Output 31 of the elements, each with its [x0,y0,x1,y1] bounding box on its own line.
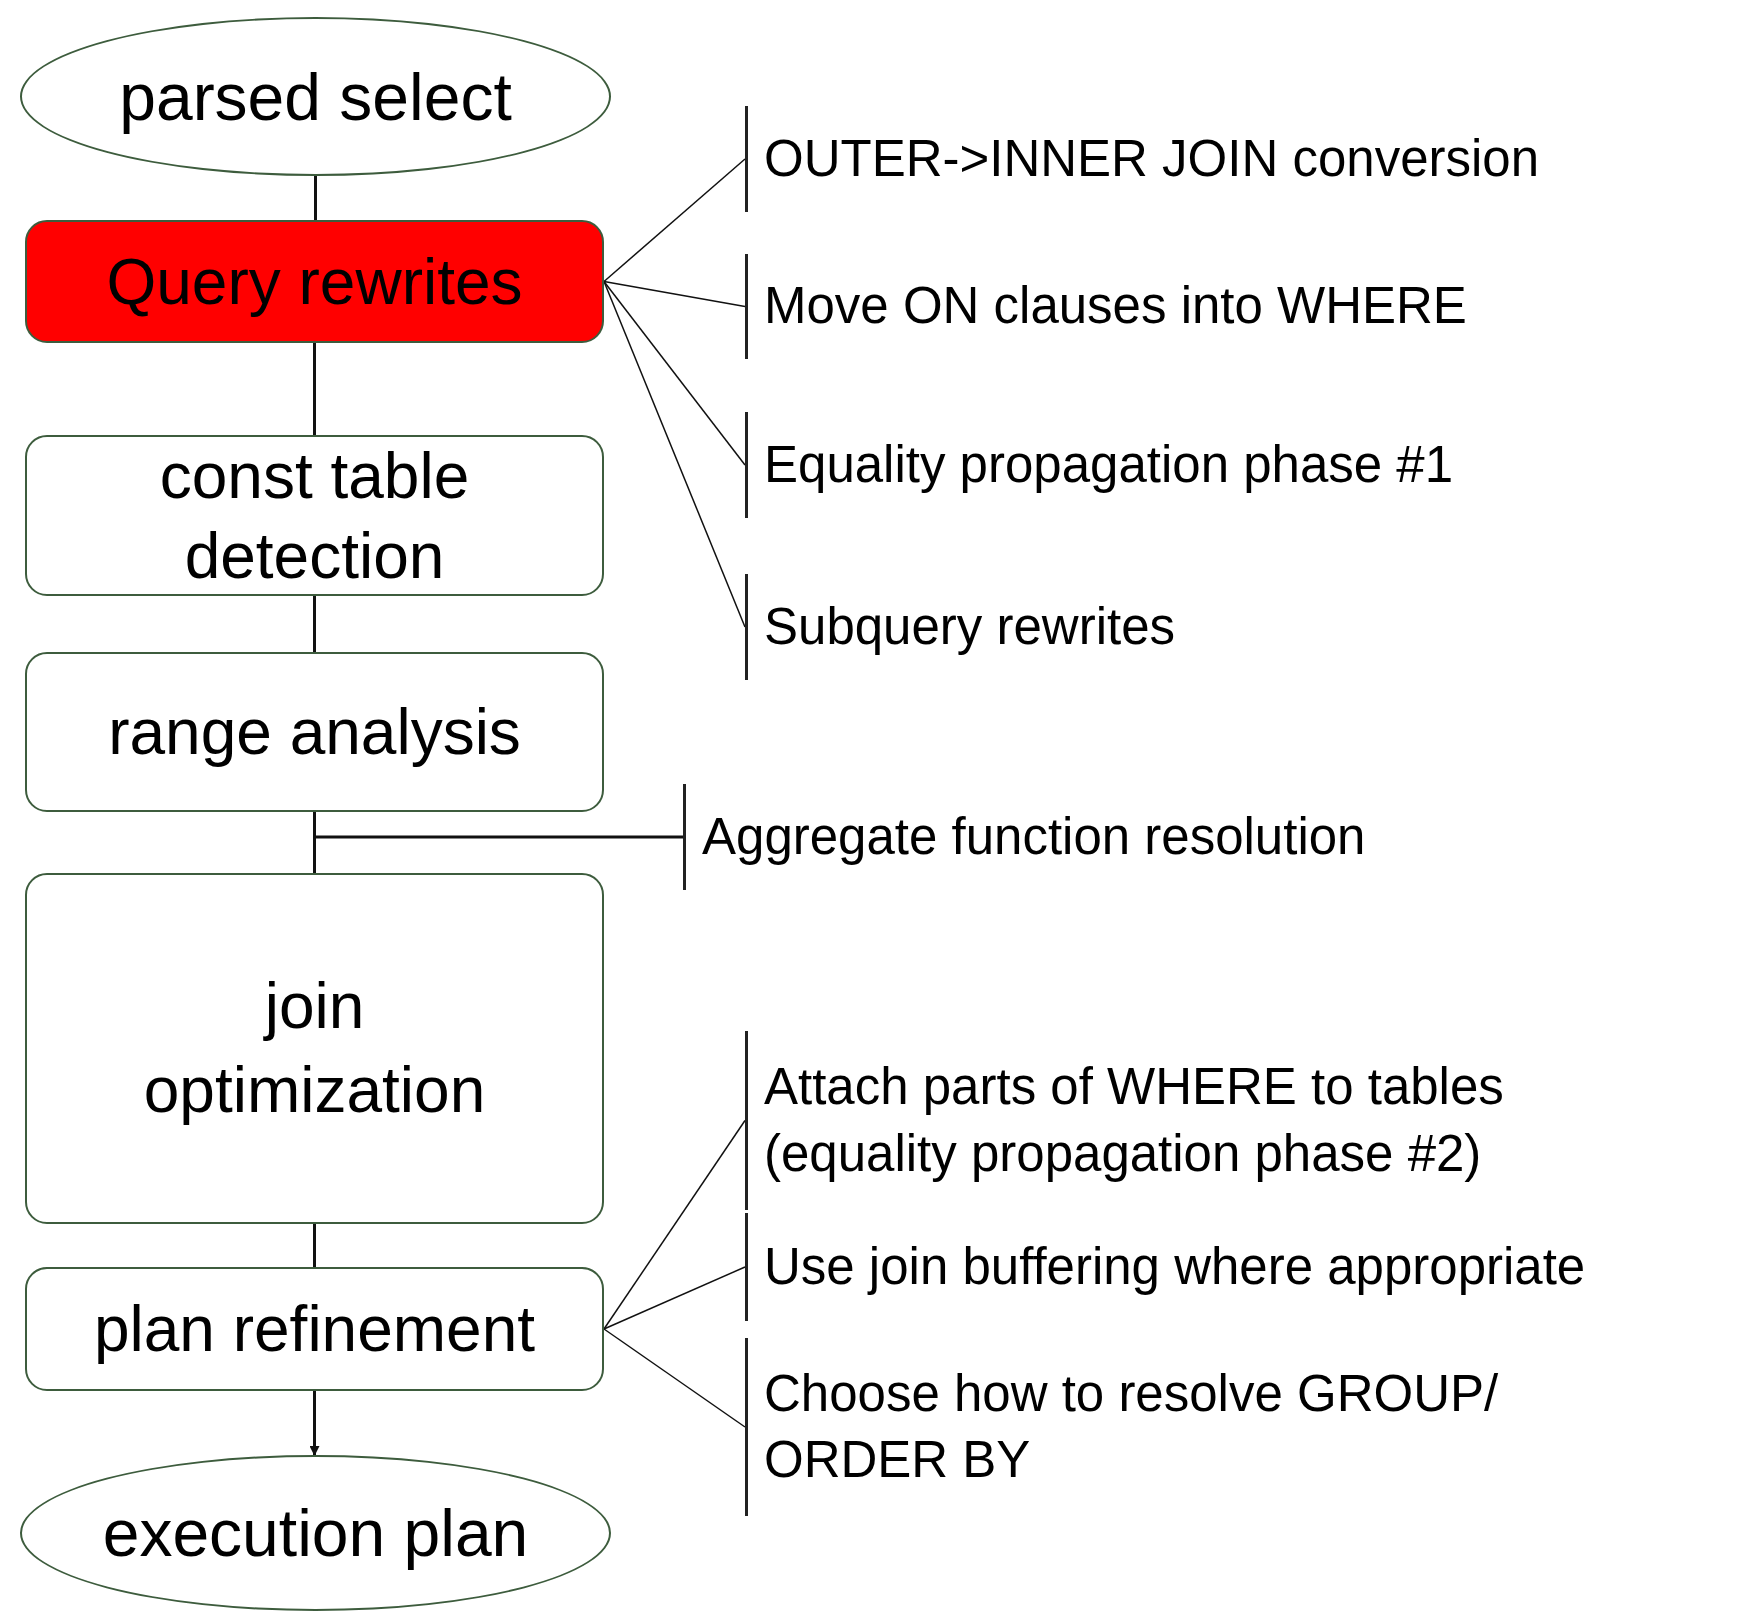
connector-line [313,596,316,652]
node-label: Equality propagation phase #1 [764,434,1455,495]
node-label: range analysis [108,695,521,770]
node-label: const table detection [158,438,471,594]
connector-line [313,343,316,435]
arrow [309,1391,320,1456]
connector-line [603,158,746,283]
connector-line [603,280,746,628]
connector-line [603,1119,746,1330]
node-label: Use join buffering where appropriate [764,1236,1587,1297]
node-label: join optimization [142,969,487,1128]
process-box [25,1267,604,1391]
highlighted-process-box [25,220,604,343]
process-box [25,652,604,812]
connector-line [313,812,316,873]
connector-line [313,1224,316,1267]
connector-line [316,835,683,839]
node-label: Aggregate function resolution [702,806,1367,867]
node-label: Choose how to resolve GROUP/ ORDER BY [764,1363,1500,1490]
node-label: Move ON clauses into WHERE [764,276,1468,337]
node-label: OUTER->INNER JOIN conversion [764,128,1541,189]
node-label: plan refinement [93,1292,536,1367]
node-label: Attach parts of WHERE to tables (equality propagation phase #2) [764,1057,1505,1184]
node-label: Subquery rewrites [764,596,1176,657]
process-box [25,873,604,1224]
connector-line [603,280,746,466]
connector-line [314,176,317,220]
process-box [25,435,604,596]
connector-line [603,1266,746,1330]
connector-line [603,280,746,308]
connector-line [603,1328,746,1428]
